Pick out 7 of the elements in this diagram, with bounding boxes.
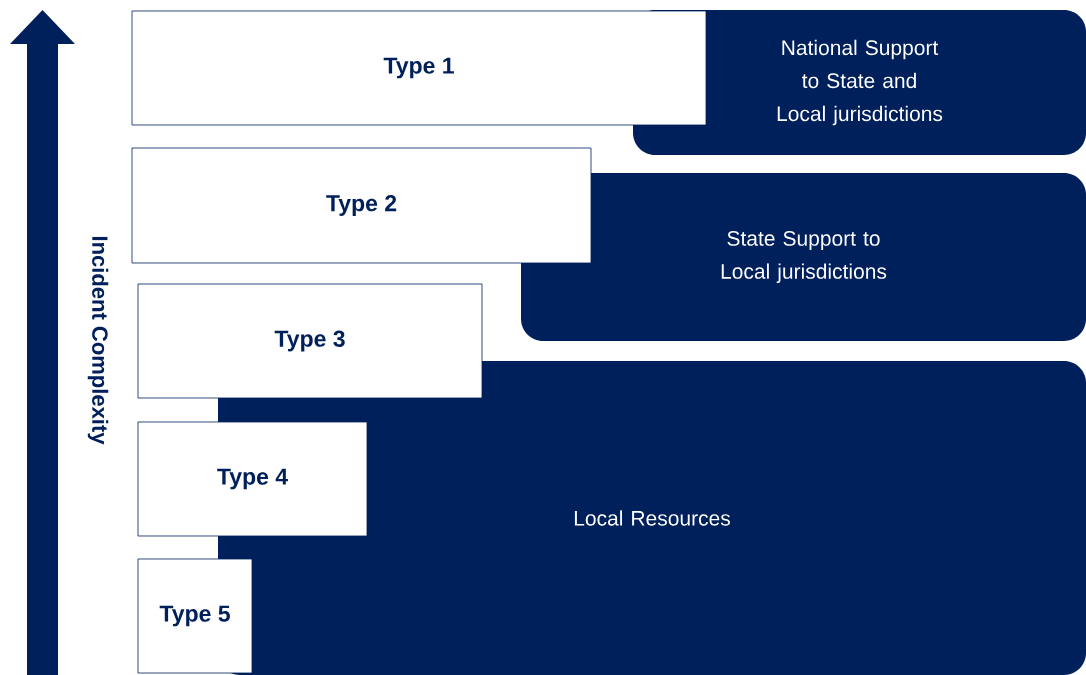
- type-box: Type 2: [131, 147, 592, 264]
- region-band: State Support to Local jurisdictions: [521, 173, 1086, 341]
- type-box: Type 1: [131, 10, 707, 126]
- type-box: Type 3: [137, 283, 483, 399]
- type-box: Type 4: [137, 421, 368, 537]
- type-box: Type 5: [137, 558, 253, 674]
- axis-label: Incident Complexity: [87, 236, 109, 445]
